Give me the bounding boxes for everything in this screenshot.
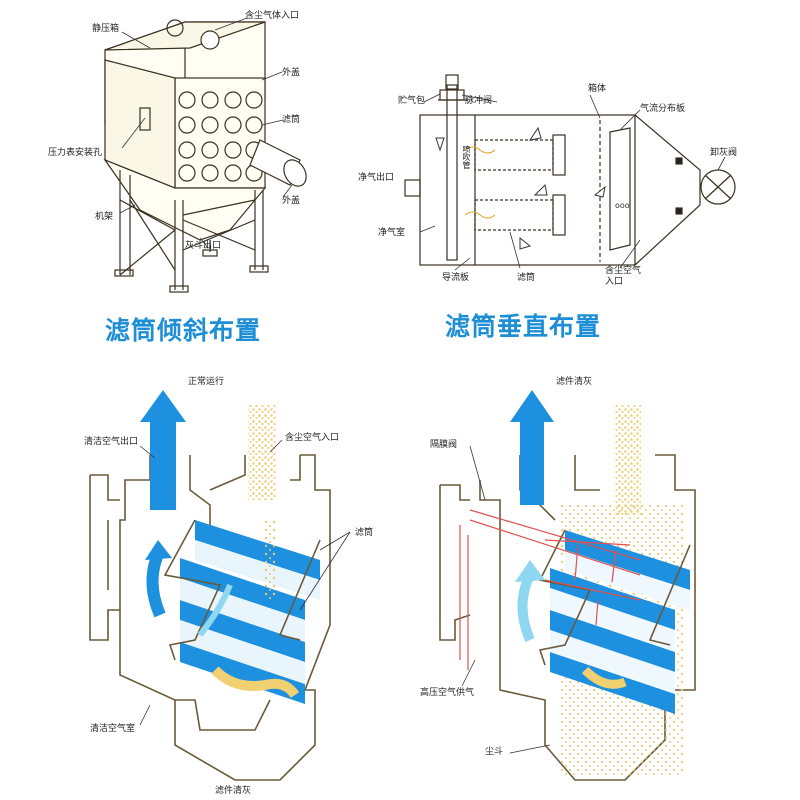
leader-lines-tl — [119, 17, 293, 249]
title-inclined: 滤筒倾斜布置 — [105, 316, 262, 345]
leader-lines-br — [461, 445, 551, 754]
label-filter-tr: 滤筒 — [517, 273, 536, 283]
label-airflow-plate: 气流分布板 — [640, 104, 686, 114]
title-cleaning: 滤件清灰 — [556, 377, 593, 387]
collector-vertical-drawing: ooo — [404, 74, 736, 266]
label-filter-bl: 滤筒 — [355, 528, 374, 538]
label-hopper-outlet: 灰斗出口 — [185, 241, 222, 251]
label-dust-inlet-tr: 含尘空气入口 — [605, 266, 642, 287]
label-outer-cover-top: 外盖 — [282, 68, 301, 78]
svg-text:ooo: ooo — [615, 201, 630, 210]
label-guide-plate: 导流板 — [442, 273, 470, 283]
pulse-jets — [459, 509, 641, 670]
label-air-tank: 贮气包 — [398, 96, 426, 106]
title-normal-operation: 正常运行 — [188, 377, 225, 387]
label-clean-outlet-bl: 清洁空气出口 — [84, 437, 139, 447]
label-box: 箱体 — [588, 84, 607, 94]
label-hopper: 尘斗 — [485, 747, 504, 757]
title-vertical: 滤筒垂直布置 — [445, 312, 602, 341]
pulse-sprays-tr — [464, 146, 496, 219]
label-clean-chamber-tr: 净气室 — [378, 228, 406, 238]
clean-air-arrow-normal — [140, 390, 233, 637]
dust-stream-normal — [248, 405, 276, 500]
cleaning-drawing — [439, 390, 696, 781]
label-hp-air: 高压空气供气 — [420, 688, 475, 698]
leader-lines-tr — [419, 93, 726, 271]
label-clean-outlet-tr: 净气出口 — [358, 173, 395, 183]
filter-cartridges-cleaning — [550, 530, 690, 714]
flow-arrows-tr — [435, 126, 606, 250]
label-static-box: 静压箱 — [92, 24, 120, 34]
label-pressure-hole: 压力表安装孔 — [48, 148, 103, 158]
label-frame: 机架 — [95, 212, 114, 222]
label-clean-chamber-bl: 清洁空气室 — [90, 724, 136, 734]
leader-lines-bl — [139, 439, 351, 726]
label-dust-inlet-tl: 含尘气体入口 — [245, 11, 300, 21]
label-outer-cover-side: 外盖 — [282, 196, 301, 206]
filter-cartridges-normal — [180, 520, 320, 704]
clean-air-arrow-cleaning — [510, 390, 554, 642]
label-ash-valve: 卸灰阀 — [710, 148, 738, 158]
label-pulse-valve: 脉冲阀 — [465, 96, 493, 106]
collector-inclined-drawing — [103, 19, 307, 293]
label-filter-cartridge-tl: 滤筒 — [282, 115, 301, 125]
label-dust-inlet-bl: 含尘空气入口 — [285, 433, 340, 443]
dust-stream-cleaning — [615, 405, 641, 515]
label-bottom-cleaning: 滤件清灰 — [215, 786, 252, 796]
label-blow-pipe: 喷吹管 — [462, 145, 471, 169]
cartridge-holes — [178, 91, 263, 182]
label-isolation-valve: 隔膜阀 — [430, 440, 458, 450]
normal-operation-drawing — [89, 390, 331, 781]
